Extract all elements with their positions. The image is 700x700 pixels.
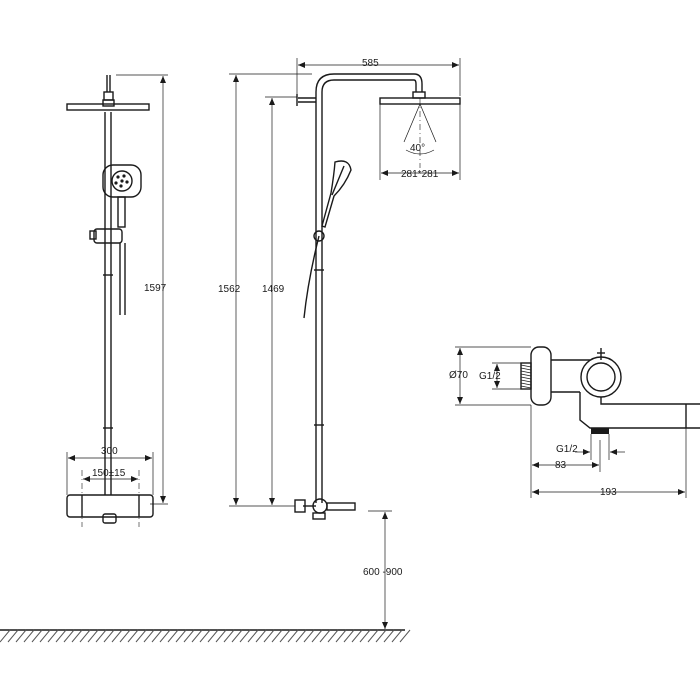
thread-mark: [520, 376, 532, 380]
thread-mark: [520, 373, 532, 377]
floor-hatch-line: [279, 629, 291, 643]
floor-hatch-line: [335, 629, 347, 643]
floor-hatch-line: [95, 629, 107, 643]
dim-outlet-offset: 83: [555, 460, 567, 471]
floor-hatch-line: [247, 629, 259, 643]
dim-arm-length: 585: [362, 58, 379, 69]
dim-spray-angle: 40°: [410, 143, 425, 154]
floor-hatch-line: [303, 629, 315, 643]
floor-hatch-line: [255, 629, 267, 643]
floor-hatch-line: [119, 629, 131, 643]
floor-hatch-line: [175, 629, 187, 643]
floor-hatch-line: [239, 629, 251, 643]
floor-hatch-line: [7, 629, 19, 643]
thread-mark: [520, 385, 532, 389]
thread-mark: [520, 379, 532, 383]
dim-mixer-width: 300: [101, 446, 118, 457]
floor-hatch-line: [263, 629, 275, 643]
floor-hatch-line: [367, 629, 379, 643]
dim-thread-inlet: G1/2: [479, 371, 501, 382]
thread-mark: [520, 364, 532, 368]
floor-hatch-line: [351, 629, 363, 643]
floor-hatch-line: [55, 629, 67, 643]
side-view: 40° 281*281 585 1562: [218, 58, 461, 629]
floor-hatch-line: [127, 629, 139, 643]
floor-hatch-line: [215, 629, 227, 643]
floor-hatch-line: [23, 629, 35, 643]
floor-hatch-line: [135, 629, 147, 643]
dim-install-height: 600 -900: [363, 567, 403, 578]
floor-hatch-line: [183, 629, 195, 643]
dim-spout-length: 193: [600, 487, 617, 498]
floor-hatch-line: [47, 629, 59, 643]
floor-hatch-line: [63, 629, 75, 643]
dim-head-size: 281*281: [401, 169, 439, 180]
dim-outlet-height: 1469: [262, 284, 285, 295]
floor-hatch-line: [271, 629, 283, 643]
floor-hatch-line: [223, 629, 235, 643]
floor-hatch-line: [359, 629, 371, 643]
thread-mark: [520, 382, 532, 386]
floor-hatch-line: [151, 629, 163, 643]
floor-hatch-line: [191, 629, 203, 643]
floor-hatch-line: [103, 629, 115, 643]
mixer-detail-view: Ø70 G1/2 G1/2 83 193: [449, 346, 700, 498]
floor-hatch-line: [87, 629, 99, 643]
floor-hatch-line: [31, 629, 43, 643]
dim-total-height: 1597: [144, 283, 167, 294]
floor-hatching: [0, 629, 411, 643]
floor-hatch-line: [295, 629, 307, 643]
floor-hatch-line: [159, 629, 171, 643]
thread-mark: [520, 367, 532, 371]
floor-hatch-line: [199, 629, 211, 643]
floor-hatch-line: [79, 629, 91, 643]
floor-hatch-line: [375, 629, 387, 643]
dim-inlet-spacing: 150±15: [92, 468, 126, 479]
floor-hatch-line: [207, 629, 219, 643]
mixer-body-front: [66, 494, 154, 518]
floor-hatch-line: [327, 629, 339, 643]
floor-hatch-line: [39, 629, 51, 643]
thread-mark: [520, 370, 532, 374]
floor-hatch-line: [391, 629, 403, 643]
front-view: 1597 300 150±15: [66, 74, 168, 527]
floor-hatch-line: [15, 629, 27, 643]
floor-hatch-line: [167, 629, 179, 643]
floor-hatch-line: [383, 629, 395, 643]
slider-bracket: [93, 228, 123, 244]
rain-head-front: [66, 103, 150, 111]
floor-hatch-line: [71, 629, 83, 643]
dim-column-height: 1562: [218, 284, 241, 295]
hand-shower-side: [321, 160, 352, 228]
floor-hatch-line: [311, 629, 323, 643]
dim-thread-outlet: G1/2: [556, 444, 578, 455]
floor-hatch-line: [343, 629, 355, 643]
floor-hatch-line: [231, 629, 243, 643]
floor-hatch-line: [0, 629, 11, 643]
dim-body-diameter: Ø70: [449, 370, 468, 381]
floor-hatch-line: [143, 629, 155, 643]
floor-hatch-line: [111, 629, 123, 643]
floor-hatch-line: [319, 629, 331, 643]
floor-hatch-line: [399, 629, 411, 643]
floor-hatch-line: [287, 629, 299, 643]
